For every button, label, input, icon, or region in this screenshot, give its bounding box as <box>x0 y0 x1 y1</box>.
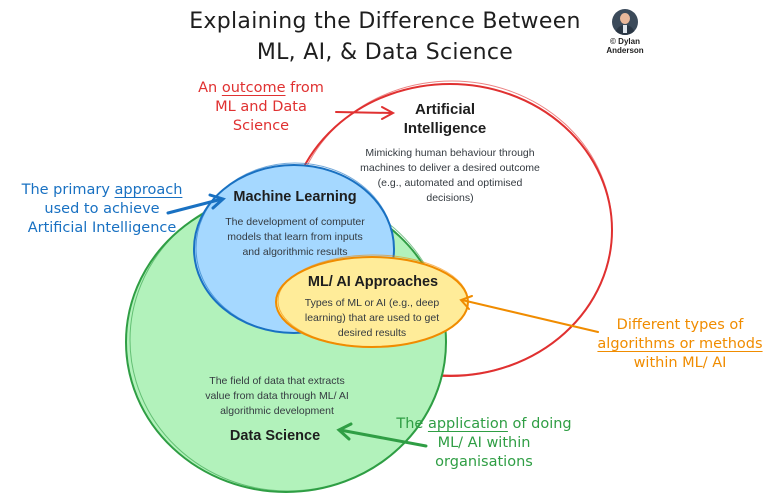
annotation-ml: The primary approach used to achieve Art… <box>4 181 200 238</box>
author-avatar <box>612 9 638 35</box>
annotation-ml-line-2: used to achieve <box>44 201 160 217</box>
approaches-desc-line-2: learning) that are used to get <box>304 312 440 324</box>
approaches-title: ML/ AI Approaches <box>307 274 439 290</box>
ai-desc-line-3: (e.g., automated and optimised <box>377 177 523 189</box>
title-line-2: ML, AI, & Data Science <box>256 40 514 65</box>
ai-desc-line-2: machines to deliver a desired outcome <box>360 162 540 174</box>
annotation-ds-line-2: ML/ AI within <box>437 435 531 451</box>
annotation-ai-line-3: Science <box>232 118 290 134</box>
ml-desc-line-3: and algorithmic results <box>242 246 348 258</box>
arrow-ml <box>166 193 226 215</box>
ds-desc-line-3: algorithmic development <box>220 405 334 417</box>
ml-desc-line-2: models that learn from inputs <box>227 231 363 243</box>
diagram-title: Explaining the Difference Between ML, AI… <box>150 6 620 68</box>
ds-desc-line-2: value from data through ML/ AI <box>205 390 349 402</box>
annotation-ml-text: The primary <box>21 182 115 198</box>
credit-line-2: Anderson <box>606 46 644 55</box>
annotation-ai-text: An <box>198 80 222 96</box>
annotation-ds-emphasis: application <box>427 416 508 432</box>
annotation-approaches: Different types of algorithms or methods… <box>584 316 775 373</box>
annotation-ds-text-end: of doing <box>507 416 572 432</box>
approaches-description: Types of ML or AI (e.g., deep learning) … <box>282 296 462 341</box>
ai-title: Artificial Intelligence <box>380 100 510 138</box>
data-science-title: Data Science <box>229 428 321 444</box>
ai-title-line-2: Intelligence <box>403 120 487 137</box>
ai-title-line-1: Artificial <box>414 101 475 118</box>
ml-circle-sketch <box>195 162 395 334</box>
annotation-approaches-line-3: within ML/ AI <box>633 355 727 371</box>
arrow-data-science <box>336 422 428 448</box>
annotation-ml-emphasis: approach <box>114 182 183 198</box>
annotation-ai-emphasis: outcome <box>221 80 286 96</box>
annotation-approaches-line-1: Different types of <box>616 317 744 333</box>
arrow-approaches <box>459 295 599 333</box>
annotation-ds-text: The <box>396 416 428 432</box>
approaches-desc-line-1: Types of ML or AI (e.g., deep <box>304 297 440 309</box>
annotation-ds-line-3: organisations <box>435 454 533 470</box>
ai-desc-line-4: decisions) <box>426 192 474 204</box>
ai-description: Mimicking human behaviour through machin… <box>345 146 555 206</box>
annotation-approaches-line-2: algorithms or methods <box>597 336 763 352</box>
annotation-data-science: The application of doing ML/ AI within o… <box>386 415 582 472</box>
ml-title: Machine Learning <box>233 189 357 205</box>
credit-line-1: © Dylan <box>610 37 640 46</box>
annotation-ai-text-end: from <box>285 80 324 96</box>
annotation-ai-line-2: ML and Data <box>215 99 307 115</box>
ml-desc-line-1: The development of computer <box>225 216 365 228</box>
ds-desc-line-1: The field of data that extracts <box>209 375 345 387</box>
title-line-1: Explaining the Difference Between <box>189 9 581 34</box>
ml-description: The development of computer models that … <box>205 215 385 260</box>
annotation-ai: An outcome from ML and Data Science <box>181 79 341 136</box>
approaches-desc-line-3: desired results <box>337 327 407 339</box>
ai-desc-line-1: Mimicking human behaviour through <box>365 147 535 159</box>
author-credit: © Dylan Anderson <box>598 37 652 55</box>
arrow-ai <box>335 106 396 120</box>
data-science-description: The field of data that extracts value fr… <box>167 374 387 419</box>
annotation-ml-line-3: Artificial Intelligence <box>27 220 177 236</box>
